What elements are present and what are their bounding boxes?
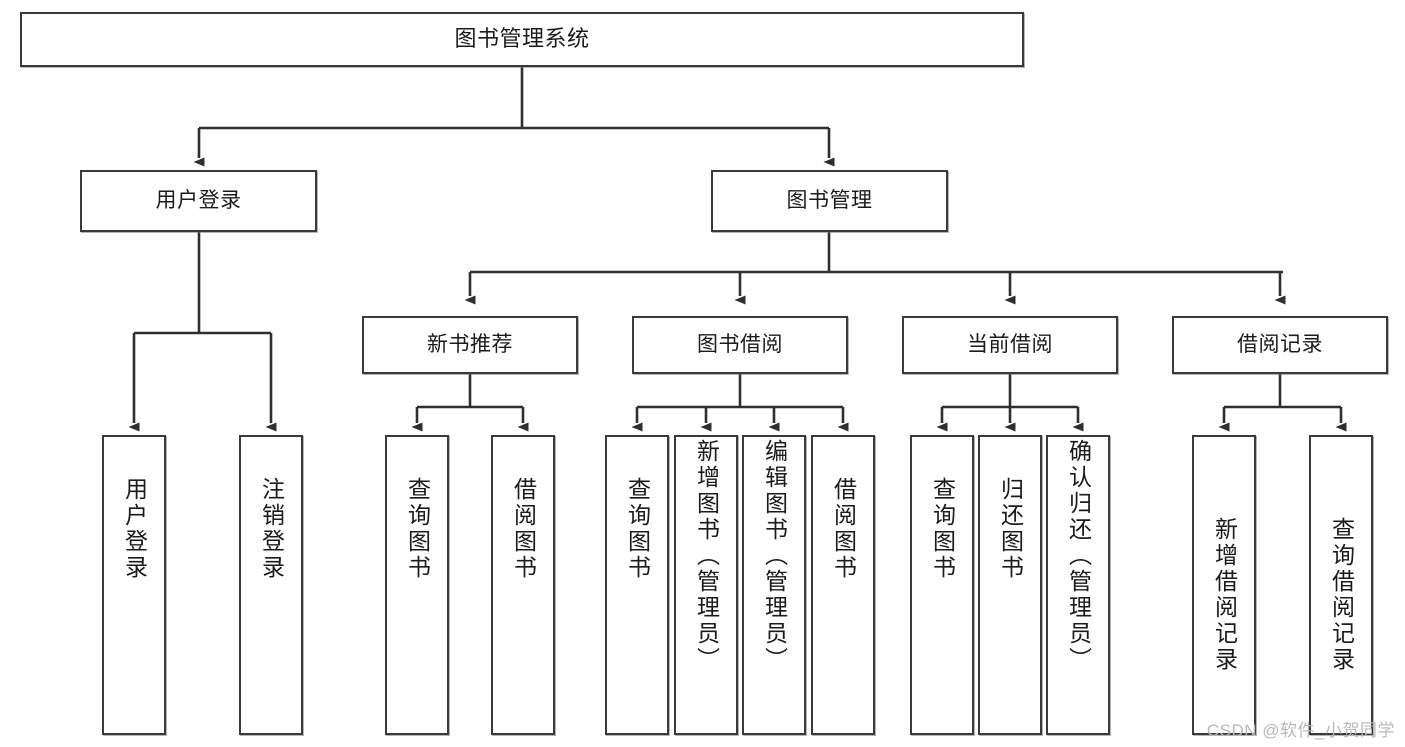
- node-current-borrow-label: 当前借阅: [967, 333, 1053, 357]
- leaf-borrow-book-1[interactable]: 借阅图书: [491, 435, 555, 735]
- leaf-user-login[interactable]: 用户登录: [102, 435, 166, 735]
- leaf-add-book[interactable]: 新增图书（管理员）: [674, 435, 738, 735]
- leaf-confirm-return-label: 确认归还（管理员）: [1065, 439, 1092, 673]
- node-book-management[interactable]: 图书管理: [711, 170, 948, 232]
- leaf-borrow-book-2[interactable]: 借阅图书: [811, 435, 875, 735]
- node-book-management-label: 图书管理: [786, 189, 873, 213]
- leaf-logout-login-label: 注销登录: [258, 477, 285, 581]
- leaf-query-book-2[interactable]: 查询图书: [605, 435, 669, 735]
- leaf-borrow-book-2-label: 借阅图书: [830, 477, 857, 581]
- node-book-borrow[interactable]: 图书借阅: [632, 316, 848, 374]
- leaf-add-record-label: 新增借阅记录: [1211, 517, 1238, 673]
- leaf-return-book[interactable]: 归还图书: [978, 435, 1042, 735]
- node-user-login-label: 用户登录: [155, 189, 242, 213]
- watermark-text: CSDN @软件_小贺同学: [1206, 721, 1395, 740]
- leaf-confirm-return[interactable]: 确认归还（管理员）: [1046, 435, 1110, 735]
- leaf-edit-book[interactable]: 编辑图书（管理员）: [742, 435, 806, 735]
- leaf-query-book-3[interactable]: 查询图书: [910, 435, 974, 735]
- node-new-book-recommend-label: 新书推荐: [427, 333, 513, 357]
- leaf-query-book-1-label: 查询图书: [404, 477, 431, 581]
- leaf-query-book-3-label: 查询图书: [929, 477, 956, 581]
- node-user-login[interactable]: 用户登录: [80, 170, 317, 232]
- leaf-edit-book-label: 编辑图书（管理员）: [761, 439, 788, 673]
- leaf-add-record[interactable]: 新增借阅记录: [1192, 435, 1256, 735]
- leaf-return-book-label: 归还图书: [997, 477, 1024, 581]
- leaf-user-login-label: 用户登录: [121, 477, 148, 581]
- node-root-label: 图书管理系统: [454, 26, 590, 52]
- leaf-query-book-1[interactable]: 查询图书: [385, 435, 449, 735]
- node-book-borrow-label: 图书借阅: [697, 333, 783, 357]
- node-borrow-record[interactable]: 借阅记录: [1172, 316, 1388, 374]
- leaf-add-book-label: 新增图书（管理员）: [693, 439, 720, 673]
- leaf-query-book-2-label: 查询图书: [624, 477, 651, 581]
- leaf-query-record[interactable]: 查询借阅记录: [1309, 435, 1373, 735]
- leaf-logout-login[interactable]: 注销登录: [239, 435, 303, 735]
- leaf-query-record-label: 查询借阅记录: [1328, 517, 1355, 673]
- node-current-borrow[interactable]: 当前借阅: [902, 316, 1118, 374]
- node-new-book-recommend[interactable]: 新书推荐: [362, 316, 578, 374]
- node-root[interactable]: 图书管理系统: [20, 12, 1024, 67]
- node-borrow-record-label: 借阅记录: [1237, 333, 1323, 357]
- leaf-borrow-book-1-label: 借阅图书: [510, 477, 537, 581]
